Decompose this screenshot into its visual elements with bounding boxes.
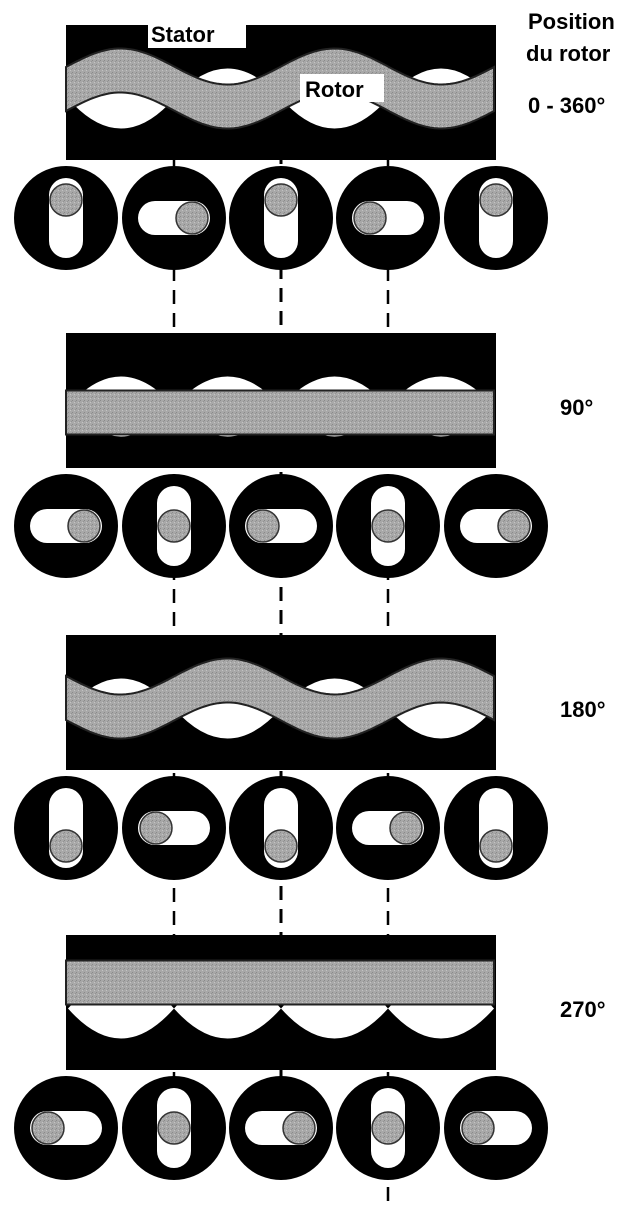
rotor-label: Rotor	[305, 77, 364, 102]
cross-section-1	[14, 474, 118, 578]
rotor-section	[282, 1111, 316, 1145]
rotor-band	[65, 657, 495, 740]
rotor-section	[371, 1111, 405, 1145]
rotor-section	[49, 829, 83, 863]
stator-label: Stator	[151, 22, 215, 47]
angle-label: 0 - 360°	[528, 93, 605, 118]
cross-section-4	[336, 474, 440, 578]
rotor-section	[67, 509, 101, 543]
cross-section-5	[444, 776, 548, 880]
rotor-band	[65, 389, 495, 436]
angle-label: 270°	[560, 997, 606, 1022]
cross-section-2	[122, 166, 226, 270]
cross-section-4	[336, 776, 440, 880]
rotor-panel-90: 90°	[14, 333, 593, 578]
rotor-section	[246, 509, 280, 543]
rotor-section	[139, 811, 173, 845]
rotor-section	[49, 183, 83, 217]
stator-label-bg	[148, 18, 246, 48]
cross-section-4	[336, 1076, 440, 1180]
cross-section-3	[229, 166, 333, 270]
rotor-section	[479, 829, 513, 863]
header-labels: Stator Rotor Position du rotor	[148, 9, 615, 102]
cross-section-1	[14, 776, 118, 880]
cross-section-2	[122, 776, 226, 880]
rotor-section	[497, 509, 531, 543]
cross-section-5	[444, 166, 548, 270]
cross-section-5	[444, 1076, 548, 1180]
cross-section-2	[122, 474, 226, 578]
rotor-section	[264, 183, 298, 217]
rotor-section	[479, 183, 513, 217]
panels: 0 - 360° 90° 180° 270°	[14, 25, 606, 1180]
rotor-label-bg	[300, 74, 384, 102]
rotor-panel-180: 180°	[14, 635, 606, 880]
rotor-band	[65, 47, 495, 130]
rotor-section	[175, 201, 209, 235]
cross-section-1	[14, 1076, 118, 1180]
angle-label: 90°	[560, 395, 593, 420]
cross-section-3	[229, 1076, 333, 1180]
rotor-section	[157, 1111, 191, 1145]
angle-label: 180°	[560, 697, 606, 722]
cross-section-3	[229, 474, 333, 578]
cross-section-5	[444, 474, 548, 578]
position-label-line2: du rotor	[526, 41, 611, 66]
rotor-band	[65, 959, 495, 1006]
cross-section-3	[229, 776, 333, 880]
cross-section-4	[336, 166, 440, 270]
rotor-section	[371, 509, 405, 543]
stator-cavity	[68, 978, 494, 1039]
rotor-section	[461, 1111, 495, 1145]
rotor-panel-270: 270°	[14, 935, 606, 1180]
rotor-section	[31, 1111, 65, 1145]
rotor-section	[389, 811, 423, 845]
rotor-section	[157, 509, 191, 543]
cross-section-2	[122, 1076, 226, 1180]
cross-section-1	[14, 166, 118, 270]
position-label-line1: Position	[528, 9, 615, 34]
rotor-section	[264, 829, 298, 863]
rotor-section	[353, 201, 387, 235]
rotor-panel-0: 0 - 360°	[14, 25, 605, 270]
